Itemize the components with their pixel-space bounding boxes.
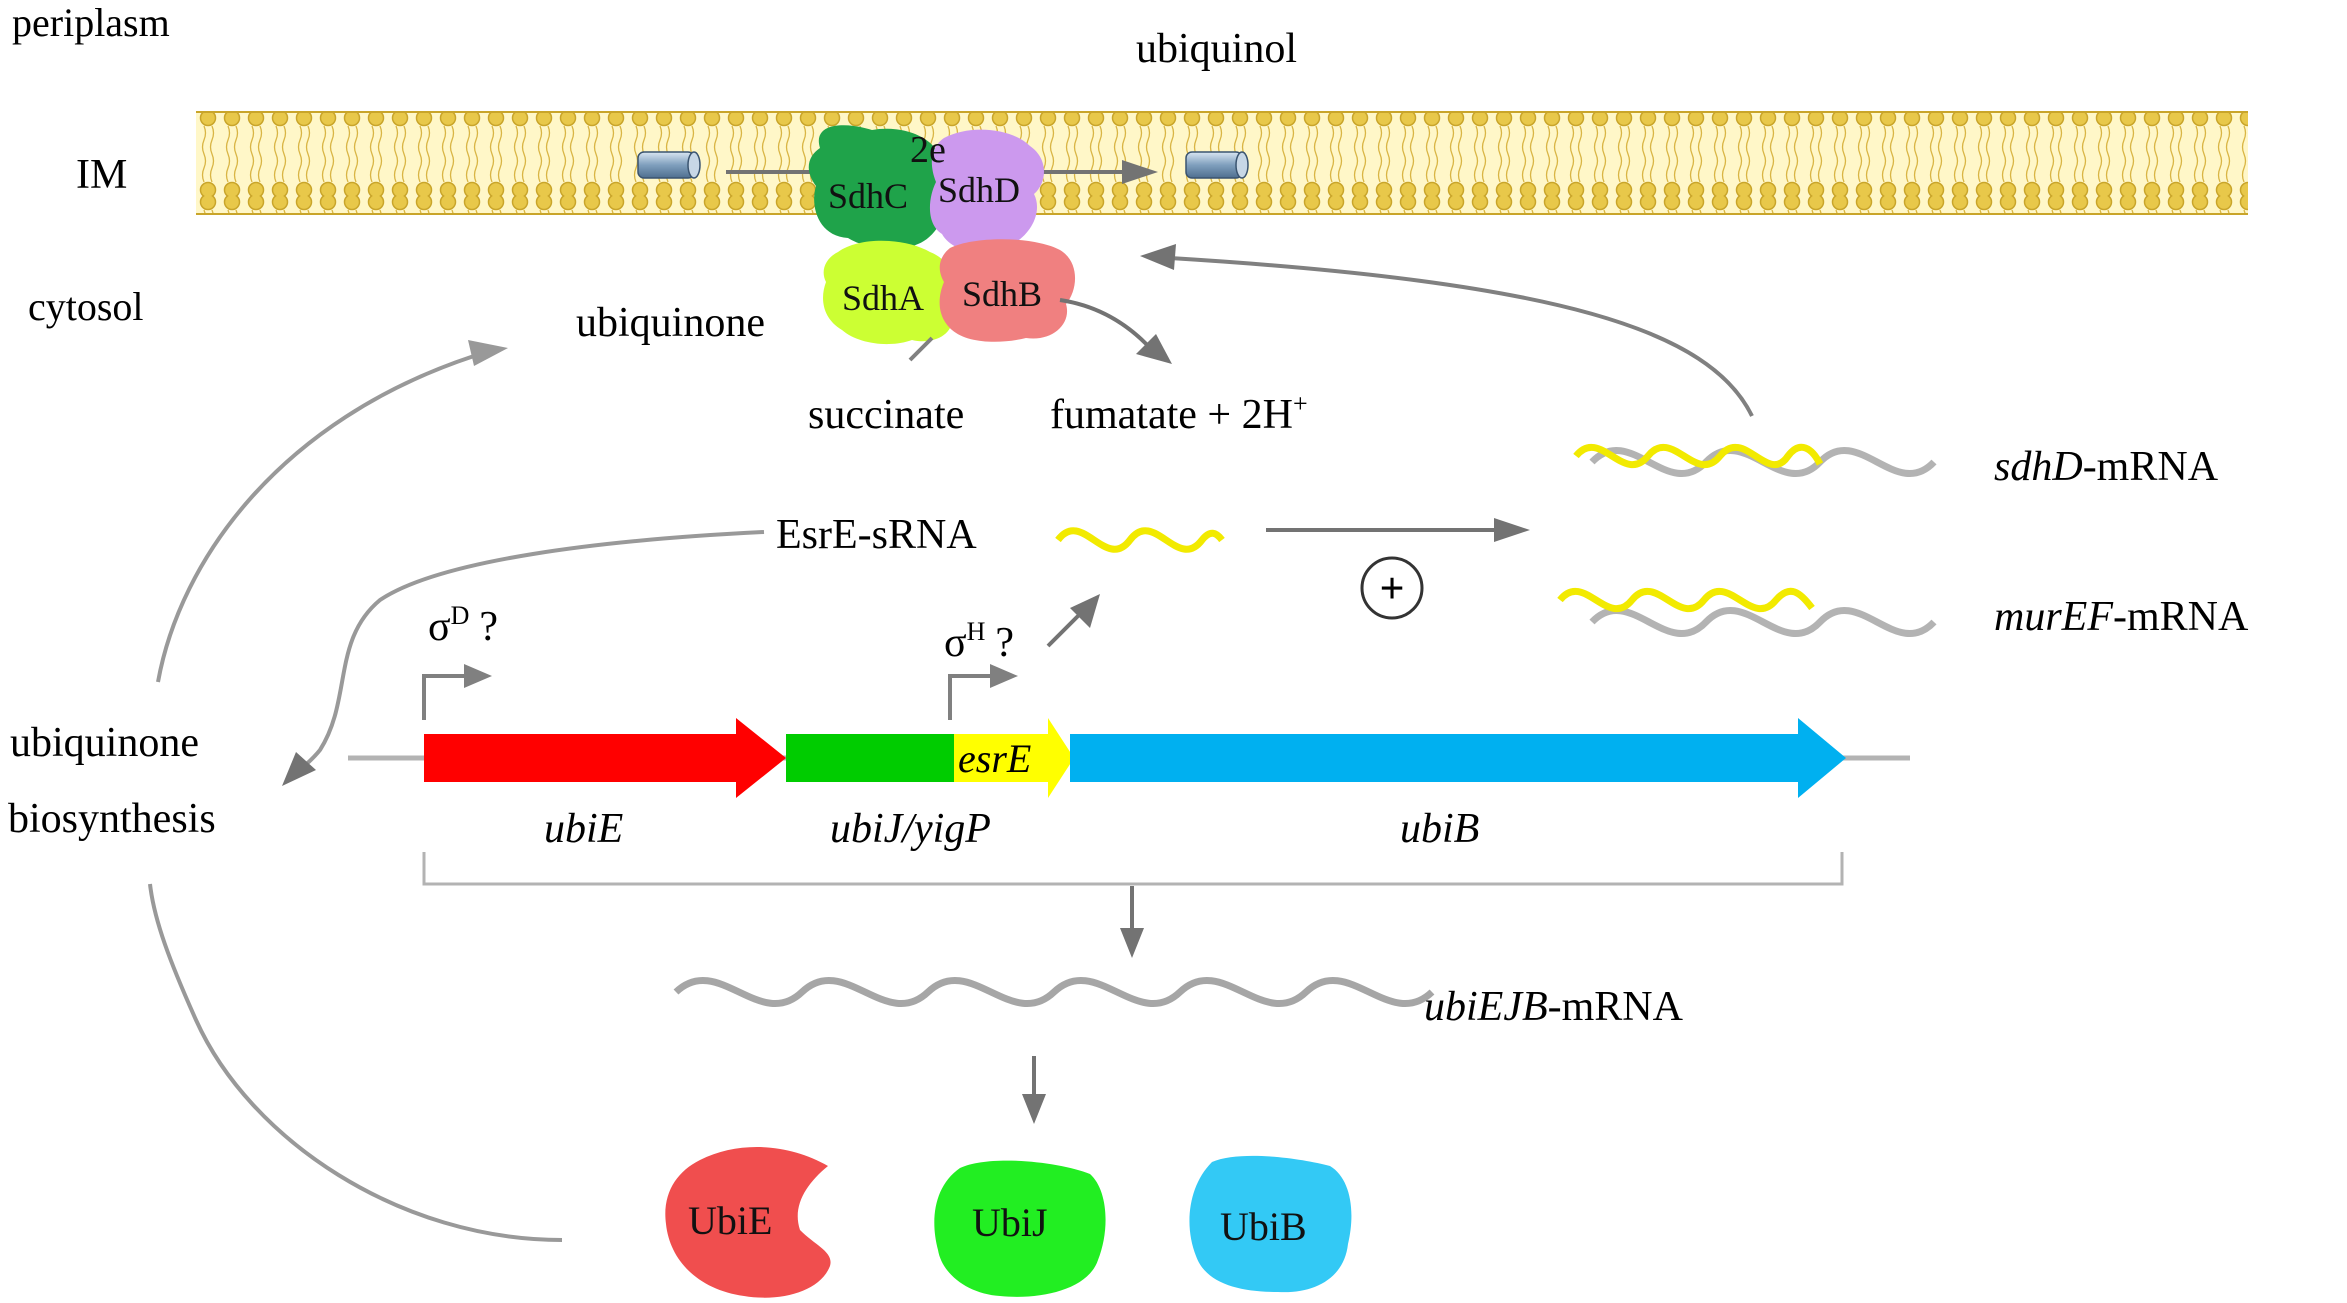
quinone-reduction-arrowhead: [1122, 160, 1158, 184]
esrE-srna-wave: [1055, 527, 1225, 553]
sdhD-subunit: [929, 129, 1044, 252]
sdhC-subunit: [808, 125, 949, 250]
sdhD-to-membrane-arrowhead: [1140, 244, 1176, 270]
ubiEJB-mrna-wave: [673, 976, 1435, 1008]
ubiB-protein: [1189, 1155, 1352, 1293]
translation-arrowhead: [1022, 1094, 1046, 1124]
ubiE-gene-arrow: [424, 718, 786, 798]
succinate-label: succinate: [808, 392, 964, 438]
sdhB-label: SdhB: [962, 274, 1042, 314]
biosynthesis-label-line1: ubiquinone: [10, 720, 199, 766]
sdhB-to-fumarate-arrowhead: [1136, 334, 1172, 364]
sigmaH-promoter-arrowhead: [990, 664, 1018, 688]
ubiJ-protein-label: UbiJ: [972, 1200, 1048, 1245]
ubiE-gene-label: ubiE: [544, 806, 623, 852]
transcription-arrowhead: [1120, 928, 1144, 958]
succinate-link-line: [908, 336, 934, 362]
proteins-to-biosynthesis-curve: [148, 883, 563, 1242]
esrE-transcription-arrowhead: [1070, 594, 1100, 628]
srna-to-targets-arrowhead: [1494, 518, 1530, 542]
esrE-gene-arrow: [954, 718, 1074, 798]
sdhA-subunit: [823, 240, 954, 345]
cytosol-label: cytosol: [28, 284, 144, 329]
electrons-label: 2e: [910, 129, 946, 171]
sdhC-label: SdhC: [828, 176, 908, 216]
ubiJ-protein: [934, 1160, 1106, 1297]
ubiquinol-label: ubiquinol: [1136, 26, 1297, 72]
ubiJ-gene-label: ubiJ/yigP: [830, 806, 991, 852]
positive-effect-icon: [1360, 556, 1424, 620]
membrane-label: IM: [76, 152, 127, 198]
srna-to-biosynthesis-arrowhead: [282, 752, 316, 786]
ubiquinol-cylinder-icon: [1185, 151, 1249, 179]
sdhD-to-membrane-arrow: [1169, 256, 1754, 417]
ubiEJB-mrna-label: ubiEJB-mRNA: [1424, 984, 1684, 1030]
sigmaD-promoter-arrow: [422, 674, 468, 720]
ubiJ-gene-block: [786, 734, 954, 782]
sigmaD-promoter-arrowhead: [464, 664, 492, 688]
biosynthesis-label-line2: biosynthesis: [8, 796, 216, 842]
sigmaD-label: σD?: [428, 601, 498, 650]
esrE-gene-label: esrE: [958, 736, 1031, 781]
murEF-mrna-wave: [1589, 606, 1937, 638]
sdhD-label: SdhD: [938, 170, 1020, 210]
positive-effect-symbol: +: [1379, 564, 1404, 613]
ubiquinone-label: ubiquinone: [576, 300, 765, 346]
esrE-transcription-arrow: [1046, 612, 1082, 648]
murEF-bound-srna-wave: [1557, 587, 1815, 612]
sigmaH-promoter-arrow: [948, 674, 994, 720]
fumarate-label: fumatate + 2H+: [1050, 389, 1308, 438]
sigmaH-label: σH?: [944, 617, 1014, 666]
sdhA-label: SdhA: [842, 278, 924, 318]
sdhD-mrna-label: sdhD-mRNA: [1994, 444, 2219, 490]
biosynthesis-to-ubiquinone-arrow: [156, 354, 475, 683]
esrE-srna-label: EsrE-sRNA: [776, 512, 977, 558]
ubiE-protein: [665, 1147, 831, 1298]
biosynthesis-to-ubiquinone-arrowhead: [468, 340, 508, 366]
sdhB-subunit: [939, 239, 1076, 342]
murEF-mrna-label: murEF-mRNA: [1994, 594, 2249, 640]
srna-to-biosynthesis-curve: [298, 530, 765, 772]
ubiB-gene-label: ubiB: [1400, 806, 1479, 852]
ubiB-protein-label: UbiB: [1220, 1204, 1307, 1249]
ubiquinone-cylinder-icon: [637, 151, 701, 179]
ubiE-protein-label: UbiE: [688, 1198, 772, 1243]
operon-bracket: [422, 852, 1844, 886]
sdhB-to-fumarate-arrow: [1059, 298, 1154, 352]
ubiB-gene-arrow: [1070, 718, 1846, 798]
periplasm-label: periplasm: [12, 0, 170, 45]
sdhD-bound-srna-wave: [1573, 443, 1824, 468]
